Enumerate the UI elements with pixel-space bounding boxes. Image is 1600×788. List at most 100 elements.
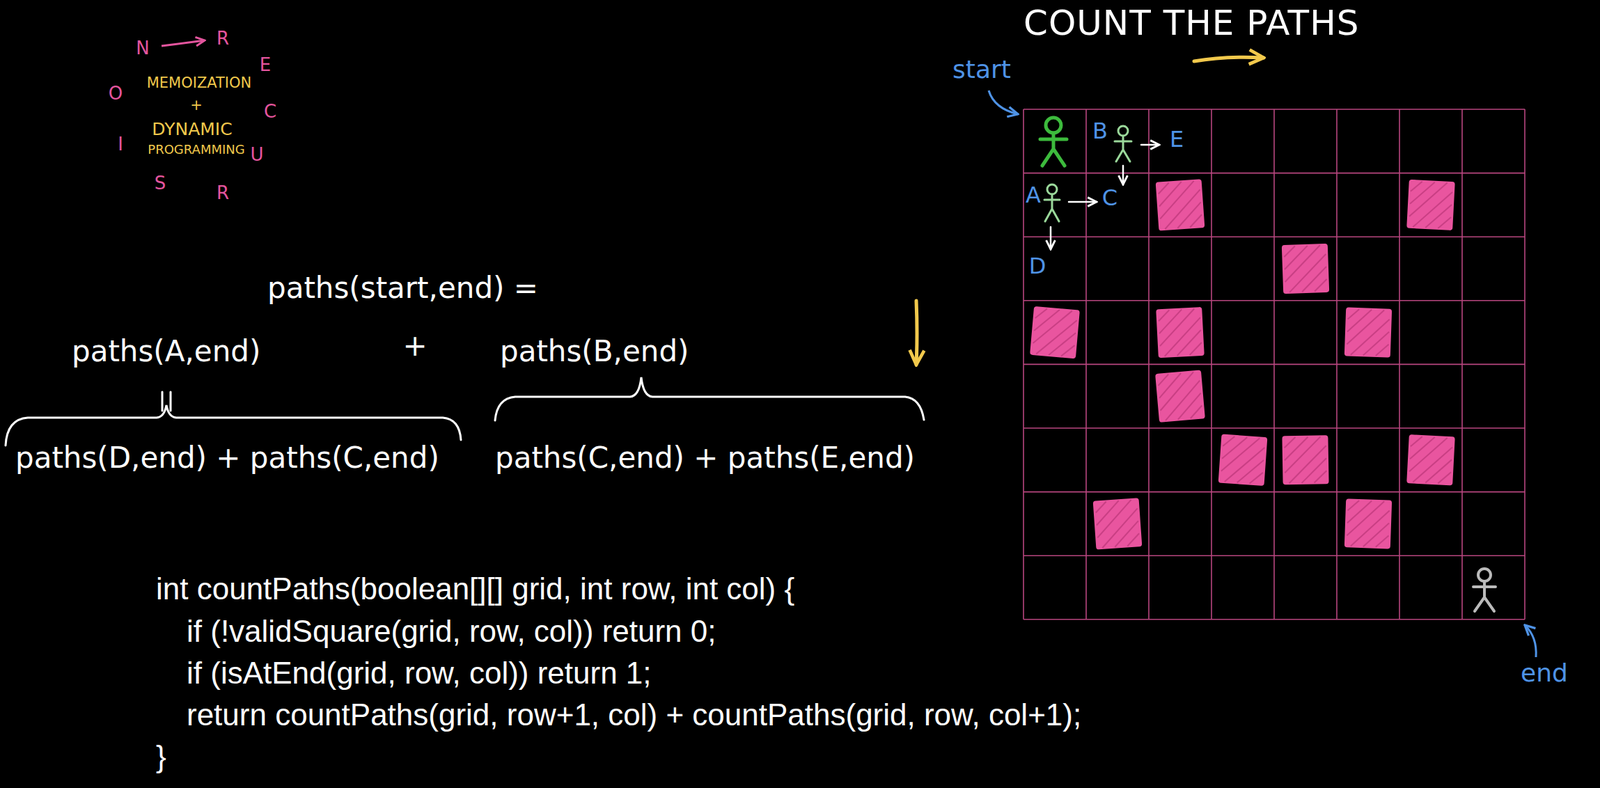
grid-line (1023, 618, 1525, 621)
grid-line (1023, 364, 1525, 366)
blocked-hatch (1157, 371, 1204, 422)
blocked-fill (1093, 497, 1143, 550)
move-arrow (1068, 201, 1097, 204)
stick-figure (1040, 117, 1067, 166)
direction-arrow (916, 300, 917, 365)
cycle-letter: R (216, 27, 230, 50)
pointer-label: end (1520, 657, 1568, 688)
topic-word: + (190, 96, 203, 115)
formula-text: + (402, 328, 427, 364)
blocked-square (1281, 243, 1330, 294)
code-line: if (!validSquare(grid, row, col)) return… (186, 613, 717, 651)
blocked-hatch (1408, 181, 1453, 230)
blocked-square (1281, 435, 1329, 485)
figure-head (1045, 117, 1062, 133)
cell-label: A (1025, 181, 1041, 209)
blocked-fill (1344, 307, 1392, 358)
figure-body (1473, 581, 1496, 612)
cycle-letter: I (117, 133, 124, 156)
blocked-hatch (1220, 435, 1266, 485)
cell-label: C (1102, 184, 1118, 211)
formula-text: paths(C,end) + paths(E,end) (495, 440, 915, 476)
blocked-square (1155, 178, 1206, 231)
cell-label: D (1029, 252, 1047, 280)
blocked-fill (1281, 435, 1329, 485)
blocked-hatch (1157, 180, 1203, 230)
title: COUNT THE PATHS (1023, 2, 1360, 44)
blocked-square (1344, 307, 1392, 358)
grid-line (1023, 427, 1525, 429)
code-line: return countPaths(grid, row+1, col) + co… (186, 696, 1082, 734)
blocked-fill (1281, 243, 1330, 294)
blocked-hatch (1346, 309, 1390, 357)
cycle-letter: E (259, 54, 271, 76)
blocked-fill (1344, 498, 1392, 549)
blocked-fill (1406, 434, 1456, 486)
formula-text: paths(B,end) (499, 334, 689, 370)
stick-figure (1114, 126, 1132, 162)
blocked-square (1093, 497, 1143, 550)
blocked-hatch (1031, 307, 1078, 358)
cycle-arrow (161, 40, 205, 46)
cell-label: B (1092, 117, 1108, 145)
stick-figure (1044, 184, 1060, 222)
direction-arrow (1194, 57, 1264, 62)
figure-head (1118, 126, 1128, 136)
grid-line (1023, 491, 1525, 493)
topic-word: DYNAMIC (151, 119, 232, 140)
cycle-letter: N (135, 37, 149, 60)
cycle-letter: C (263, 100, 277, 123)
blocked-square (1406, 434, 1456, 486)
grid-line (1023, 172, 1525, 175)
blocked-square (1029, 306, 1080, 359)
code-line: } (155, 738, 167, 776)
cycle-letter: U (249, 144, 264, 166)
blocked-square (1406, 179, 1456, 231)
curly-brace (495, 377, 924, 421)
blocked-square (1344, 498, 1392, 549)
blocked-hatch (1346, 499, 1390, 548)
figure-body (1040, 132, 1067, 166)
blocked-fill (1029, 306, 1080, 359)
cell-label: E (1169, 126, 1184, 153)
stick-figure (1473, 568, 1496, 612)
blocked-hatch (1408, 435, 1453, 484)
grid-line (1023, 236, 1525, 238)
blocked-hatch (1095, 499, 1140, 548)
cycle-letter: R (216, 182, 230, 205)
grid-line (1023, 108, 1525, 111)
move-arrow (1141, 144, 1160, 147)
move-arrow (1122, 165, 1125, 185)
grid (1023, 109, 1525, 620)
blocked-fill (1406, 179, 1456, 231)
cycle-letter: O (108, 82, 123, 105)
blocked-fill (1218, 434, 1268, 486)
blocked-fill (1155, 178, 1206, 231)
figure-head (1478, 568, 1491, 582)
blocked-square (1155, 369, 1206, 422)
formula-text: paths(D,end) + paths(C,end) (15, 440, 440, 476)
move-arrow (1049, 226, 1053, 250)
topic-word: MEMOIZATION (146, 74, 253, 92)
code-line: int countPaths(boolean[][] grid, int row… (155, 570, 795, 608)
move-arrows (1050, 144, 1160, 250)
blocked-square (1218, 434, 1268, 486)
start-pointer (988, 90, 1018, 115)
figure-head (1047, 184, 1057, 195)
figure-body (1114, 135, 1132, 162)
formula-text: paths(start,end) = (267, 270, 539, 306)
formula-text: paths(A,end) (71, 334, 261, 370)
blocked-hatch (1283, 245, 1328, 293)
blocked-hatch (1157, 308, 1202, 357)
blocked-square (1155, 307, 1205, 358)
blocked-fill (1155, 369, 1206, 422)
topic-word: PROGRAMMING (147, 142, 245, 158)
cycle-letter: S (154, 172, 167, 195)
blocked-fill (1155, 307, 1205, 358)
code-line: if (isAtEnd(grid, row, col)) return 1; (186, 655, 652, 693)
pointer-label: start (952, 54, 1011, 85)
curly-brace (5, 405, 461, 446)
grid-line (1023, 300, 1525, 302)
blocked-hatch (1283, 436, 1327, 484)
